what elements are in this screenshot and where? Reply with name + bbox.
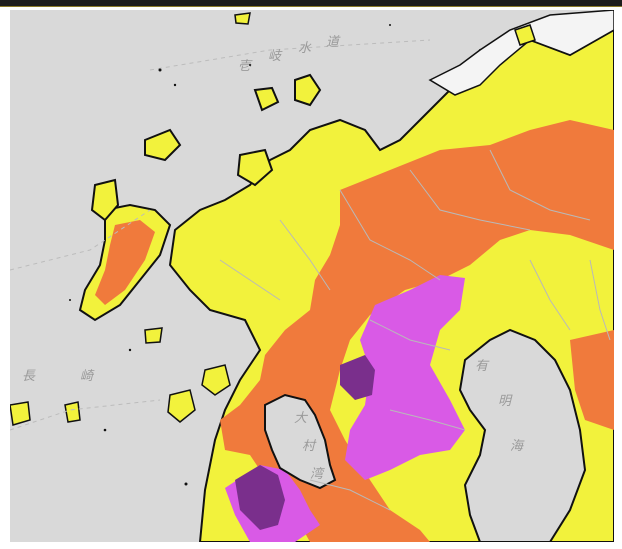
omura-bay: [264, 393, 337, 490]
island-small-5[interactable]: [167, 389, 196, 423]
island-small-3[interactable]: [10, 401, 31, 426]
bay-label-omura-1: 大: [294, 411, 309, 426]
top-border: [0, 0, 622, 7]
island-top-2[interactable]: [514, 24, 536, 46]
island-north-1[interactable]: [90, 178, 120, 222]
emergency-purple-area[interactable]: [340, 355, 375, 400]
emergency-purple-southwest[interactable]: [235, 465, 285, 530]
ariake-sea: [458, 328, 587, 542]
island-small-2[interactable]: [64, 401, 81, 423]
warning-orange-east[interactable]: [570, 330, 614, 430]
warning-magenta-area[interactable]: [345, 275, 465, 480]
sea-label-genkai-2: 岐: [268, 49, 299, 64]
island-north-4[interactable]: [294, 73, 322, 107]
bay-label-omura-2: 村: [302, 439, 317, 454]
north-clear-area[interactable]: [428, 10, 614, 96]
sea-routes: [10, 39, 431, 431]
island-top-1[interactable]: [234, 12, 251, 25]
bay-label-omura-3: 湾: [310, 466, 325, 482]
island-north-2[interactable]: [144, 128, 182, 162]
island-small-4[interactable]: [144, 327, 163, 344]
admin-boundaries: [219, 149, 611, 511]
sea-label-genkai-3: 水: [298, 41, 329, 56]
goto-island-orange[interactable]: [95, 220, 155, 305]
island-specks: [69, 24, 391, 486]
island-small-1[interactable]: [201, 364, 231, 396]
area-label-nagasaki-2: 崎: [80, 369, 95, 384]
area-label-nagasaki-1: 長: [22, 369, 36, 384]
sea-label-ariake-3: 海: [510, 439, 525, 454]
sea-label-ariake-2: 明: [498, 394, 513, 409]
warning-map[interactable]: 壱 岐 水 道 長 崎 有 明 海 大 村 湾: [10, 10, 614, 542]
sea-label-genkai-1: 壱: [238, 59, 269, 74]
island-north-5[interactable]: [253, 86, 280, 112]
island-north-3[interactable]: [236, 148, 274, 187]
sea-label-genkai-4: 道: [326, 35, 357, 50]
sea-label-ariake-1: 有: [475, 359, 490, 374]
